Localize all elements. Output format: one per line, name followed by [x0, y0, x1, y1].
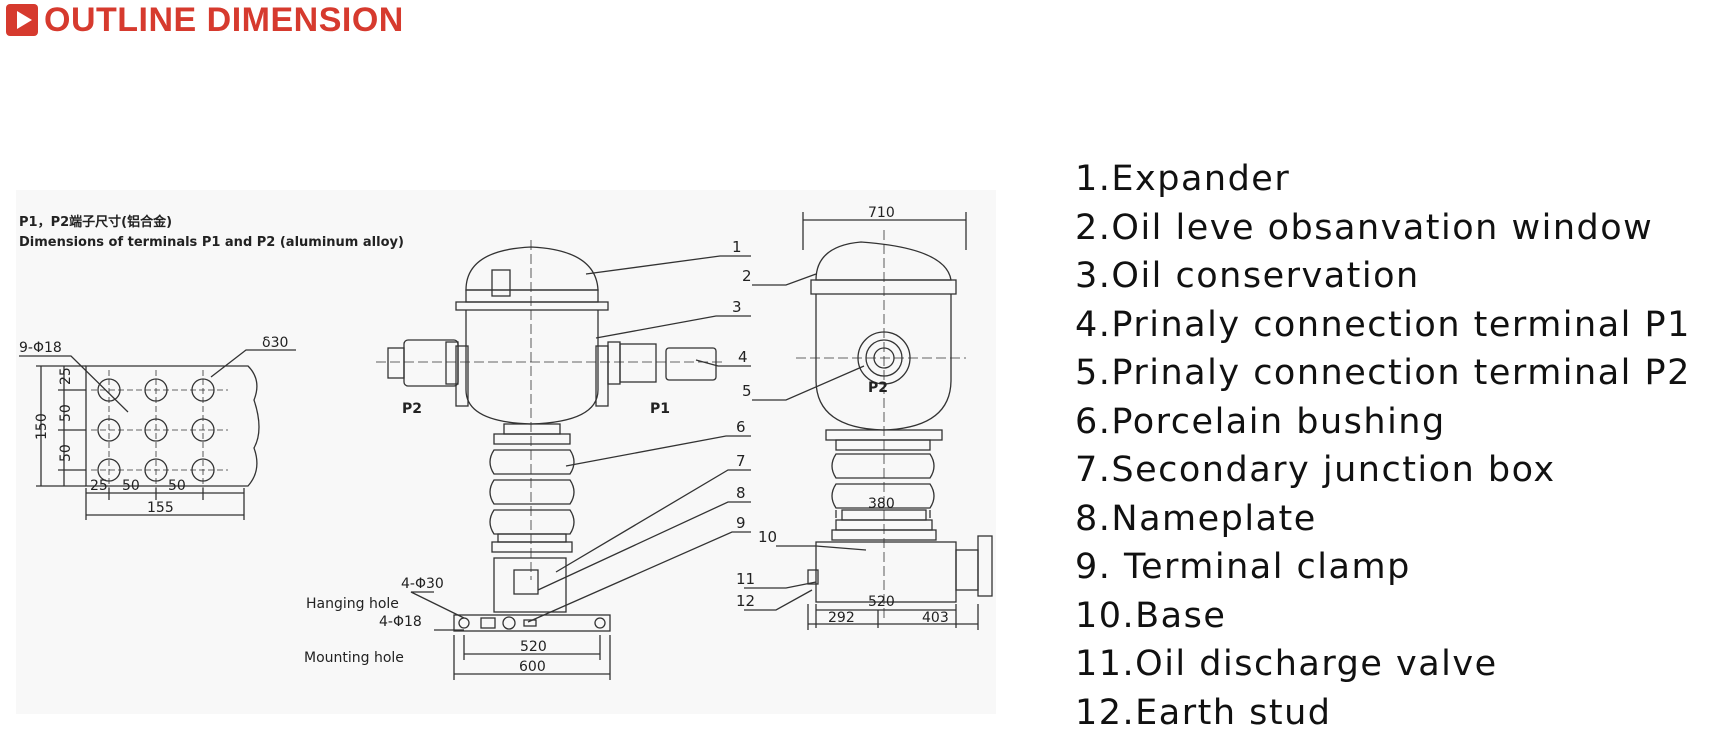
dim-50-vertical-2: 50: [58, 444, 74, 462]
legend-item-expander: 1.Expander: [1075, 159, 1291, 199]
legend-item-earth-stud: 12.Earth stud: [1075, 692, 1332, 733]
dim-50-horizontal-1: 50: [122, 478, 140, 494]
dim-520-front: 520: [520, 639, 547, 655]
legend-item-oil-discharge-valve: 11.Oil discharge valve: [1075, 644, 1498, 684]
callout-10: 10: [758, 528, 777, 546]
callout-numbers: 1 2 3 4 5 6 7 8 9 10 11 12: [732, 238, 777, 610]
side-tank: [815, 294, 952, 431]
hanging-text: Hanging hole: [306, 596, 399, 612]
dim-710: 710: [868, 205, 895, 221]
callout-11: 11: [736, 570, 755, 588]
dim-50-vertical-1: 50: [58, 404, 74, 422]
expander: [465, 246, 599, 291]
technical-drawing-svg: P1，P2端子尺寸(铝合金) Dimensions of terminals P…: [19, 205, 993, 680]
side-p2: P2: [868, 380, 888, 396]
dim-25-vertical: 25: [58, 367, 74, 385]
dim-150: 150: [34, 413, 50, 440]
mounting-spec: 4-Φ18: [379, 614, 422, 630]
legend-item-nameplate: 8.Nameplate: [1075, 498, 1317, 539]
mounting-text: Mounting hole: [304, 650, 404, 666]
callout-4: 4: [738, 348, 748, 366]
legend-item-terminal-p2: 5.Prinaly connection terminal P2: [1075, 353, 1691, 393]
dim-155: 155: [147, 500, 174, 516]
dim-292: 292: [828, 610, 855, 626]
section-header: OUTLINE DIMENSION: [6, 2, 404, 38]
side-base: [815, 541, 957, 603]
parts-legend: 1.Expander 2.Oil leve obsanvation window…: [1075, 155, 1700, 737]
section-title: OUTLINE DIMENSION: [44, 1, 404, 39]
outline-drawing: P1，P2端子尺寸(铝合金) Dimensions of terminals P…: [16, 190, 996, 714]
side-expander: [815, 241, 952, 281]
callout-6: 6: [736, 418, 746, 436]
callout-2: 2: [742, 267, 752, 285]
play-icon: [6, 4, 38, 36]
callout-5: 5: [742, 382, 752, 400]
callout-8: 8: [736, 484, 746, 502]
legend-item-porcelain-bushing: 6.Porcelain bushing: [1075, 401, 1446, 442]
dim-380: 380: [868, 496, 895, 512]
base: [453, 614, 611, 632]
label-p1: P1: [650, 401, 670, 417]
callout-12: 12: [736, 592, 755, 610]
legend-item-oil-window: 2.Oil leve obsanvation window: [1075, 207, 1654, 248]
terminal-centerlines: [91, 370, 228, 490]
dim-520-side: 520: [868, 594, 895, 610]
terminal-note-en: Dimensions of terminals P1 and P2 (alumi…: [19, 235, 404, 250]
legend-item-terminal-clamp: 9. Terminal clamp: [1075, 547, 1411, 587]
legend-item-oil-conservation: 3.Oil conservation: [1075, 256, 1420, 296]
terminal-plate: [85, 365, 260, 487]
callout-1: 1: [732, 238, 742, 256]
label-p2: P2: [402, 401, 422, 417]
porcelain-bushing: [489, 449, 575, 475]
callout-9: 9: [736, 514, 746, 532]
dim-50-horizontal-2: 50: [168, 478, 186, 494]
holes-label: 9-Φ18: [19, 340, 62, 356]
legend-item-junction-box: 7.Secondary junction box: [1075, 450, 1556, 490]
dim-600: 600: [519, 659, 546, 675]
callout-3: 3: [732, 298, 742, 316]
junction-box: [493, 557, 567, 613]
callout-7: 7: [736, 452, 746, 470]
terminal-note-cn: P1，P2端子尺寸(铝合金): [19, 214, 172, 230]
dim-25-horizontal: 25: [90, 478, 108, 494]
oil-tank: [465, 310, 599, 425]
hanging-spec: 4-Φ30: [401, 576, 444, 592]
thickness-label: δ30: [262, 335, 288, 351]
legend-item-base: 10.Base: [1075, 595, 1227, 636]
dim-403: 403: [922, 610, 949, 626]
legend-item-terminal-p1: 4.Prinaly connection terminal P1: [1075, 304, 1691, 345]
